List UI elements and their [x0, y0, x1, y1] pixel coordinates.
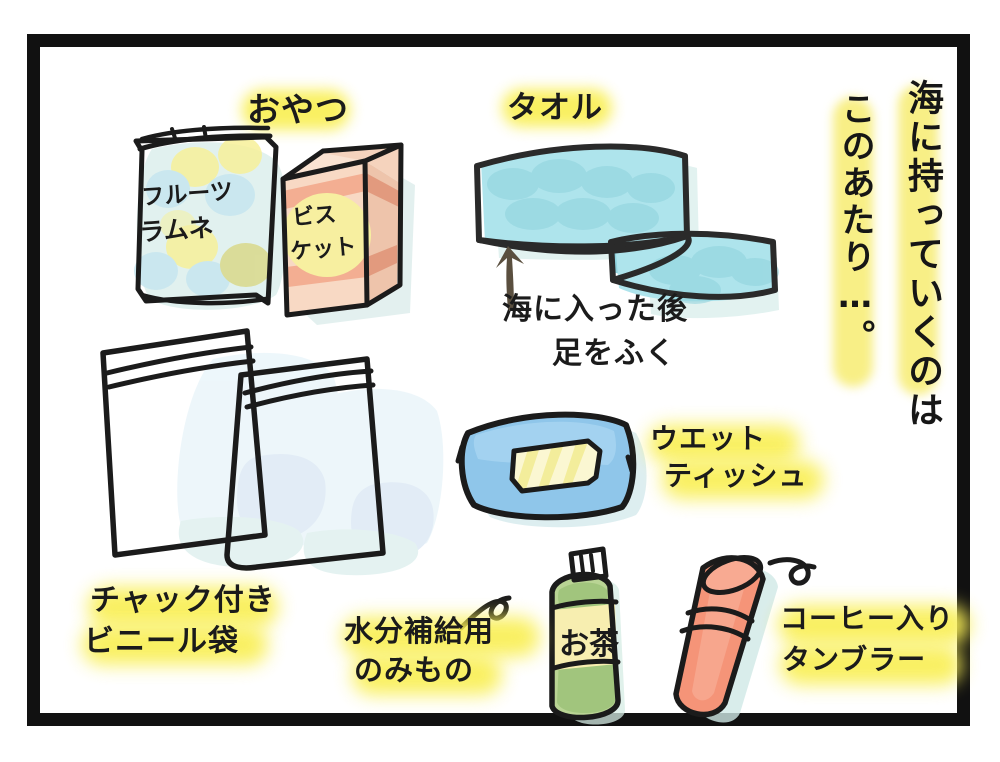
towel-label-highlight [502, 89, 612, 127]
tea-bottle-label-line2: のみもの [354, 653, 475, 687]
wet-tissue-label-highlight-1 [648, 425, 800, 463]
zipper-bags-label-highlight-2 [82, 625, 268, 665]
tea-bottle-label-text: お茶 [559, 627, 620, 662]
comic-frame-border: 海に持っていくのは このあたり…。 おやつ [27, 34, 970, 726]
towel-note-line2: 足をふく [552, 336, 676, 371]
biscuit-text-line1: ビス [291, 202, 337, 231]
curl-pointer-icon-tea [458, 595, 512, 631]
tea-bottle-label-line1: 水分補給用 [344, 614, 495, 648]
tea-bottle-label-highlight-2 [352, 655, 502, 695]
coffee-tumbler-label-highlight-1 [778, 605, 970, 645]
zipper-bags-label-line1: チャック付き [90, 583, 276, 618]
headline-line2: このあたり…。 [835, 91, 875, 356]
towel-note-line1: 海に入った後 [502, 292, 688, 327]
wet-tissue-label-highlight-2 [662, 461, 824, 499]
wet-tissue-label-line2: ティッシュ [664, 459, 808, 492]
zipper-bags-illustration [100, 328, 444, 576]
snacks-label: おやつ [247, 90, 349, 129]
zipper-bags-label-line2: ビニール袋 [84, 624, 239, 659]
tea-bottle-label-highlight-1 [342, 617, 540, 657]
biscuit-box: ビス ケット [280, 142, 415, 325]
headline-highlight-line2 [833, 97, 873, 387]
towel-illustration [474, 143, 779, 319]
wet-tissue-pack [455, 411, 647, 528]
coffee-tumbler [673, 555, 778, 723]
biscuit-text-line2: ケット [289, 234, 357, 265]
coffee-tumbler-label-highlight-2 [780, 645, 962, 685]
towel-label: タオル [507, 90, 603, 126]
headline-line1: 海に持っていくのは [902, 79, 943, 430]
wet-tissue-label-line1: ウエット [650, 422, 767, 455]
curl-pointer-icon-coffee [767, 557, 817, 586]
zipper-bags-label-highlight-1 [88, 587, 278, 627]
fruit-ramune-text-line1: フルーツ [141, 179, 234, 211]
headline-highlight-line1 [898, 85, 938, 395]
tea-bottle: お茶 [549, 546, 625, 725]
coffee-tumbler-label-line1: コーヒー入り [780, 602, 955, 635]
fruit-ramune-bag: フルーツ ラムネ [133, 125, 288, 310]
fruit-ramune-text-line2: ラムネ [138, 213, 214, 247]
snacks-label-highlight [242, 90, 350, 130]
up-arrow-icon [496, 246, 524, 310]
coffee-tumbler-label-line2: タンブラー [782, 643, 927, 676]
